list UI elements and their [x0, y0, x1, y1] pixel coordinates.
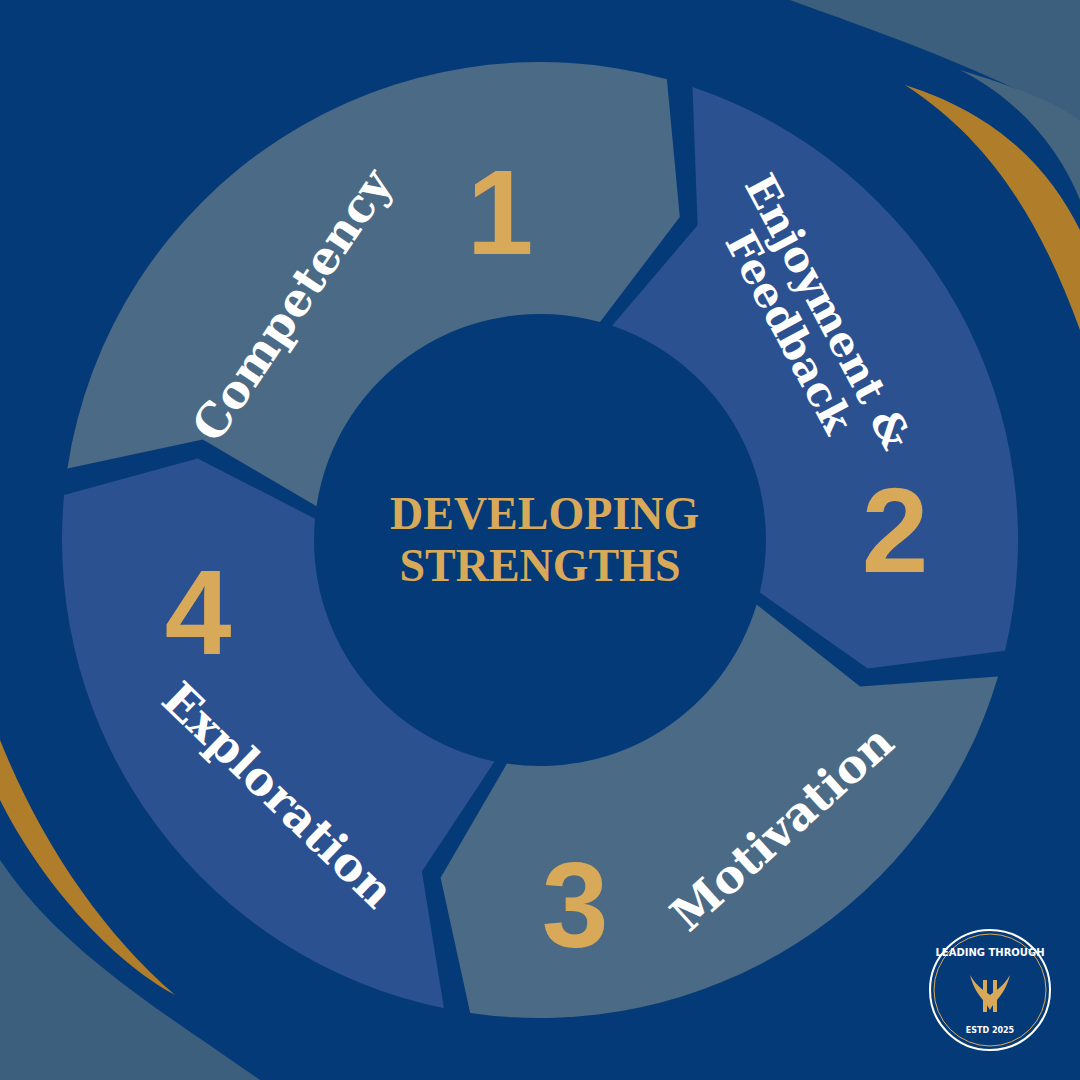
step-number: 4 — [128, 549, 268, 675]
corner-wave — [960, 70, 1080, 200]
corner-wave — [0, 860, 260, 1080]
logo-text: ESTD 2025 — [966, 1026, 1014, 1035]
logo-emblem — [930, 930, 1050, 1050]
step-label: Exploration — [146, 666, 410, 923]
center-circle: DEVELOPING STRENGTHS — [325, 325, 755, 755]
step-number: 1 — [430, 149, 570, 275]
step-number: 2 — [825, 467, 965, 593]
step-number: 3 — [505, 842, 645, 968]
logo-text: LEADING THROUGH — [935, 947, 1044, 958]
step-label: Motivation — [647, 703, 917, 953]
center-title: DEVELOPING STRENGTHS — [390, 488, 690, 591]
